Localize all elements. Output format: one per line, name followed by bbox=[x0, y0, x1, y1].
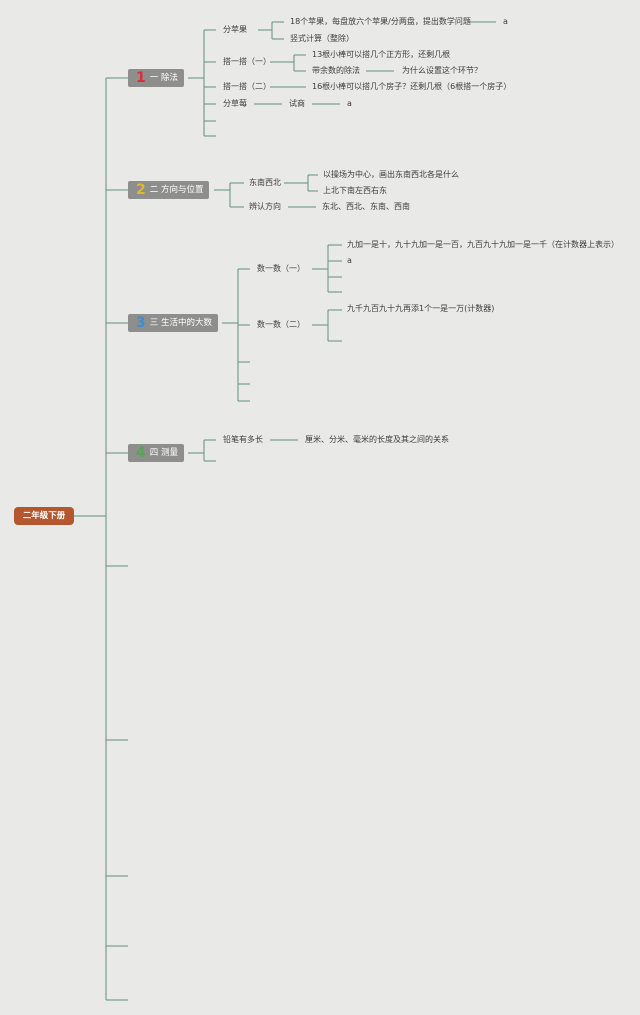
subtopic-units[interactable]: 厘米、分米、毫米的长度及其之间的关系 bbox=[305, 435, 449, 444]
topic-qianbi[interactable]: 铅笔有多长 bbox=[223, 435, 263, 444]
topic-shuyishu-2[interactable]: 数一数（二） bbox=[257, 320, 305, 329]
subtopic-why[interactable]: 为什么设置这个环节？ bbox=[402, 66, 482, 75]
chapter-1-number: 1 bbox=[136, 70, 146, 86]
chapter-2-title: 二 方向与位置 bbox=[149, 185, 204, 195]
subtopic-jiujia[interactable]: 九加一是十，九十九加一是一百，九百九十九加一是一千（在计数器上表示） bbox=[347, 240, 619, 249]
subtopic-shushi[interactable]: 竖式计算（整除） bbox=[290, 34, 354, 43]
subtopic-shishang-a[interactable]: a bbox=[347, 99, 352, 108]
chapter-2-number: 2 bbox=[136, 182, 146, 198]
topic-dongnanxibei[interactable]: 东南西北 bbox=[249, 178, 281, 187]
subtopic-shangbei[interactable]: 上北下南左西右东 bbox=[323, 186, 387, 195]
chapter-3-title: 三 生活中的大数 bbox=[149, 318, 212, 328]
root-node[interactable]: 二年级下册 bbox=[14, 507, 74, 525]
chapter-1-title: 一 除法 bbox=[149, 73, 178, 83]
subtopic-shishang[interactable]: 试商 bbox=[289, 99, 305, 108]
chapter-3-number: 3 bbox=[136, 315, 146, 331]
subtopic-yushu[interactable]: 带余数的除法 bbox=[312, 66, 360, 75]
topic-daida-1[interactable]: 搭一搭（一） bbox=[223, 57, 271, 66]
subtopic-apples[interactable]: 18个苹果，每盘放六个苹果/分两盘，提出数学问题 bbox=[290, 17, 471, 26]
chapter-4-number: 4 bbox=[136, 445, 146, 461]
subtopic-apples-a[interactable]: a bbox=[503, 17, 508, 26]
topic-fen-pingguo[interactable]: 分苹果 bbox=[223, 25, 247, 34]
subtopic-playground[interactable]: 以操场为中心，画出东南西北各是什么 bbox=[323, 170, 459, 179]
subtopic-jiuqian[interactable]: 九千九百九十九再添1个一是一万(计数器) bbox=[347, 304, 495, 313]
topic-shuyishu-1[interactable]: 数一数（一） bbox=[257, 264, 305, 273]
topic-fen-caomei[interactable]: 分草莓 bbox=[223, 99, 247, 108]
topic-daida-2[interactable]: 搭一搭（二） bbox=[223, 82, 271, 91]
chapter-4-title: 四 测量 bbox=[149, 448, 178, 458]
subtopic-sticks-13[interactable]: 13根小棒可以搭几个正方形，还剩几根 bbox=[312, 50, 451, 59]
subtopic-directions[interactable]: 东北、西北、东南、西南 bbox=[322, 202, 410, 211]
topic-bianren[interactable]: 辨认方向 bbox=[249, 202, 281, 211]
subtopic-sticks-16[interactable]: 16根小棒可以搭几个房子？还剩几根（6根搭一个房子） bbox=[312, 82, 512, 91]
subtopic-shu1-a[interactable]: a bbox=[347, 256, 352, 265]
